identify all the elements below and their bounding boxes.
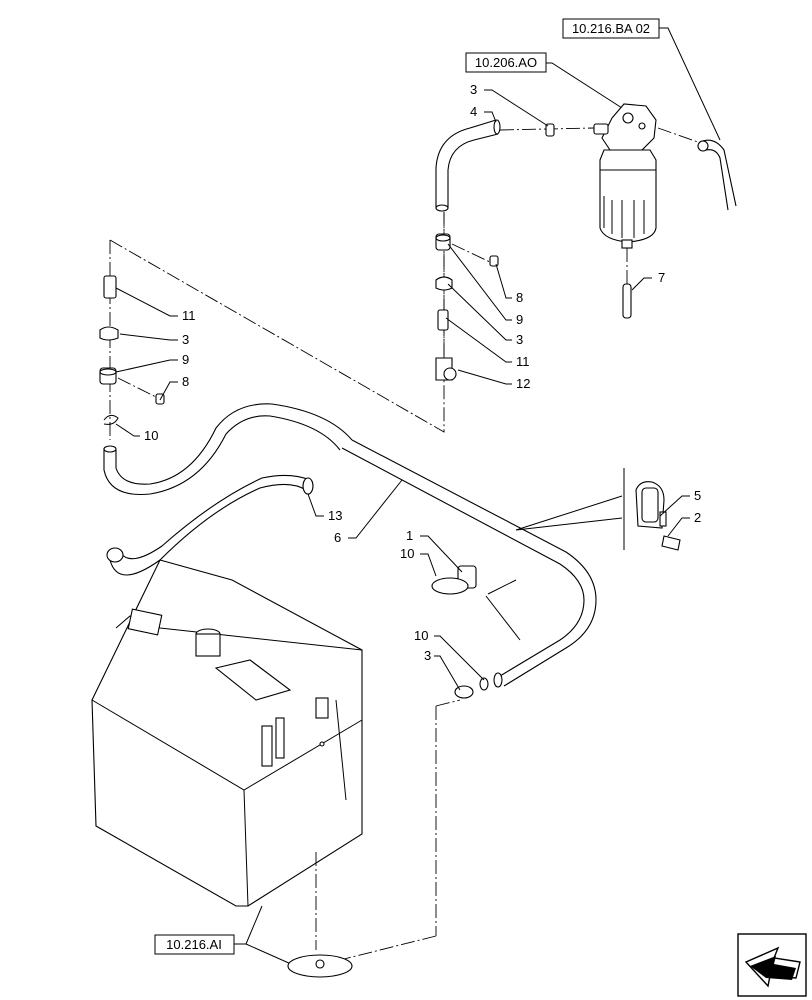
callout-4: 4 [470, 104, 477, 119]
callout-9: 9 [182, 352, 189, 367]
callout-8: 8 [516, 290, 523, 305]
callout-10: 10 [400, 546, 414, 561]
clamp-1 [431, 565, 521, 641]
next-page-arrow-icon[interactable] [737, 933, 807, 997]
ref-box-10-216-ba-02[interactable]: 10.216.BA 02 [562, 18, 660, 39]
ref-box-10-206-ao[interactable]: 10.206.AO [465, 52, 547, 73]
ref-label: 10.206.AO [475, 55, 537, 70]
callout-11: 11 [182, 308, 196, 323]
callout-1: 1 [406, 528, 413, 543]
callout-3: 3 [516, 332, 523, 347]
callout-12: 12 [516, 376, 530, 391]
callout-8: 8 [182, 374, 189, 389]
hose-clamp [545, 123, 555, 137]
ref-label: 10.216.AI [166, 937, 222, 952]
callout-3: 3 [424, 648, 431, 663]
callout-leaders [115, 89, 690, 691]
left-fittings [99, 275, 165, 425]
middle-fittings [435, 233, 499, 381]
callout-3: 3 [182, 332, 189, 347]
callout-9: 9 [516, 312, 523, 327]
callout-10: 10 [414, 628, 428, 643]
hose-4 [435, 119, 595, 212]
callout-2: 2 [694, 510, 701, 525]
alignment-dash-lines [109, 212, 445, 440]
drain-tube [622, 283, 632, 319]
ref-leader-lines [234, 27, 721, 969]
callout-labels: 3 4 7 8 9 3 11 12 11 3 9 8 10 13 6 5 2 1… [144, 82, 701, 663]
hydraulic-tank [91, 559, 363, 950]
callout-3: 3 [470, 82, 477, 97]
ref-label: 10.216.BA 02 [572, 21, 650, 36]
callout-6: 6 [334, 530, 341, 545]
ref-box-10-216-ai[interactable]: 10.216.AI [154, 934, 235, 955]
filter-return-hose [657, 127, 737, 211]
fuel-filter-assembly [593, 103, 657, 284]
hose-13 [103, 403, 353, 576]
callout-10: 10 [144, 428, 158, 443]
callout-11: 11 [516, 354, 530, 369]
bracket-5 [623, 468, 681, 551]
lower-fitting [339, 677, 489, 961]
callout-7: 7 [658, 270, 665, 285]
tank-flange [287, 954, 353, 978]
callout-13: 13 [328, 508, 342, 523]
pipe-6 [341, 439, 597, 688]
callout-5: 5 [694, 488, 701, 503]
